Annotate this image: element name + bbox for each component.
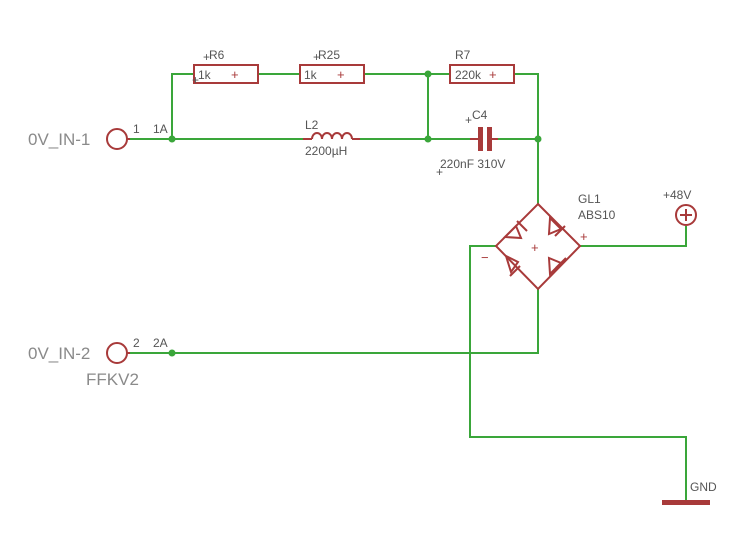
junction-dot	[424, 135, 432, 143]
bridge-name: GL1	[578, 192, 601, 206]
connector-in1-name: 0V_IN-1	[28, 130, 90, 149]
capacitor-c4-name: C4	[472, 108, 488, 122]
junction-dot	[168, 349, 176, 357]
capacitor-c4[interactable]: C4 220nF 310V + +	[436, 108, 505, 179]
resistor-r7[interactable]: R7 220k +	[449, 48, 515, 84]
wire-bridge-plus	[580, 226, 687, 247]
resistor-r7-name: R7	[455, 48, 471, 62]
resistor-r6-body	[193, 64, 259, 84]
bridge-rectifier-gl1[interactable]: GL1 ABS10 + − +	[481, 192, 616, 291]
capacitor-c4-plate-right	[487, 127, 492, 151]
resistor-r7-body	[449, 64, 515, 84]
inductor-l2[interactable]: L2 2200µH	[303, 118, 360, 158]
resistor-r6-value: 1k	[198, 68, 212, 82]
wire-bridge-minus	[469, 245, 687, 500]
supply-48v-ring-icon	[675, 204, 697, 226]
bridge-value: ABS10	[578, 208, 616, 222]
diode-lower-left-icon	[504, 254, 521, 277]
connector-in1-pad: 1A	[153, 122, 168, 136]
capacitor-c4-value: 220nF 310V	[440, 157, 505, 171]
wires	[128, 73, 687, 500]
connector-in1[interactable]: 0V_IN-1 1 1A	[28, 122, 168, 150]
resistor-r6-origin-mark: +	[203, 50, 210, 64]
bridge-minus-terminal: −	[481, 250, 489, 265]
wire-left-vertical	[171, 73, 194, 139]
junction-dot	[424, 70, 432, 78]
resistor-r7-value: 220k	[455, 68, 482, 82]
ground-bar-icon	[662, 500, 710, 505]
connector-in1-pin: 1	[133, 122, 140, 136]
inductor-l2-value: 2200µH	[305, 144, 347, 158]
junctions	[168, 70, 542, 357]
capacitor-c4-origin-mark: +	[465, 113, 472, 127]
resistor-r7-plus-mark: +	[489, 67, 497, 82]
resistor-r6[interactable]: R6 1k + + +	[192, 48, 259, 87]
capacitor-c4-plate-left	[478, 127, 483, 151]
supply-48v-label: +48V	[663, 188, 691, 202]
supply-48v[interactable]: +48V	[663, 188, 697, 226]
diode-upper-left-icon	[502, 220, 528, 240]
resistor-r6-name: R6	[209, 48, 225, 62]
wire-r7-right	[514, 73, 539, 204]
resistor-r25-body	[299, 64, 365, 84]
resistor-r25-name: R25	[318, 48, 340, 62]
resistor-r25-value: 1k	[304, 68, 318, 82]
resistor-r6-origin-mark-2: +	[192, 73, 199, 87]
diode-lower-right-icon	[547, 256, 567, 277]
junction-dot	[168, 135, 176, 143]
junction-dot	[534, 135, 542, 143]
bridge-center-mark: +	[531, 240, 539, 255]
resistor-r6-plus-mark: +	[231, 67, 239, 82]
resistor-r25-origin-mark: +	[313, 50, 320, 64]
inductor-l2-coil-icon	[311, 132, 353, 140]
connector-in2-pin: 2	[133, 336, 140, 350]
resistor-r25[interactable]: R25 1k + +	[299, 48, 365, 84]
connector-in2[interactable]: 0V_IN-2 2 2A FFKV2	[28, 336, 168, 389]
connector-in2-pad: 2A	[153, 336, 168, 350]
wire-in2	[128, 289, 539, 354]
inductor-l2-name: L2	[305, 118, 319, 132]
connector-in2-name: 0V_IN-2	[28, 344, 90, 363]
ground-label: GND	[690, 480, 717, 494]
connector-in1-ring-icon	[106, 128, 128, 150]
capacitor-c4-origin-mark-2: +	[436, 165, 443, 179]
diode-upper-right-icon	[547, 215, 566, 237]
resistor-r25-plus-mark: +	[337, 67, 345, 82]
ground-symbol[interactable]: GND	[662, 480, 717, 505]
connector-part-name: FFKV2	[86, 370, 139, 389]
bridge-plus-terminal: +	[580, 229, 588, 244]
connector-in2-ring-icon	[106, 342, 128, 364]
